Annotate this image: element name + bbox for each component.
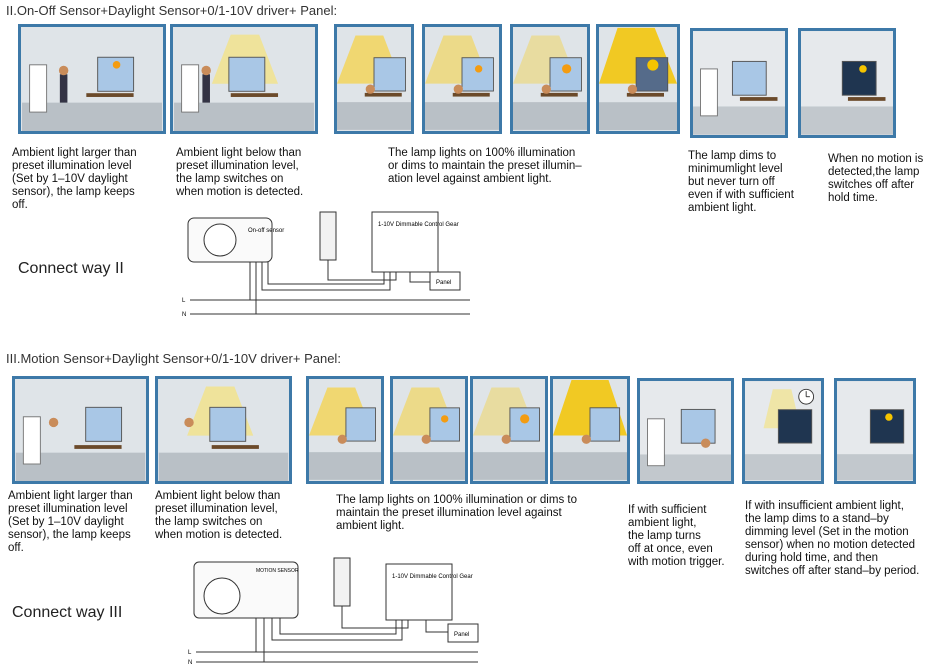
caption-3-5: If with insufficient ambient light, the … [745, 500, 920, 577]
connect-way-3-label: Connect way III [12, 604, 123, 621]
scene-3-3b [390, 376, 468, 484]
line-2-l: L [182, 298, 186, 304]
scene-2-1-ambient-bright [18, 24, 166, 134]
scene-2-6-night [798, 28, 896, 138]
scene-3-1-ambient-bright [12, 376, 149, 484]
caption-3-1: Ambient light larger than preset illumin… [8, 490, 133, 554]
caption-3-3: The lamp lights on 100% illumination or … [336, 494, 577, 532]
caption-3-4: If with sufficient ambient light, the la… [628, 504, 725, 568]
connect-way-2-label: Connect way II [18, 260, 124, 277]
caption-2-4: The lamp dims to minimumlight level but … [688, 150, 794, 214]
scene-3-7-night [834, 378, 916, 484]
gear-3-label: 1-10V Dimmable Control Gear [392, 574, 473, 580]
caption-2-1: Ambient light larger than preset illumin… [12, 147, 137, 211]
section-2-title: II.On-Off Sensor+Daylight Sensor+0/1-10V… [6, 3, 338, 18]
line-2-n: N [182, 312, 186, 318]
panel-3-label: Panel [454, 632, 469, 638]
scene-3-3c [470, 376, 548, 484]
caption-2-5: When no motion is detected,the lamp swit… [828, 153, 924, 204]
wiring-diagram-2: On-off sensor 1-10V Dimmable Control Gea… [182, 211, 470, 318]
caption-2-2: Ambient light below than preset illumina… [176, 147, 304, 198]
scene-3-5-off [637, 378, 734, 484]
wiring-diagram-3: MOTION SENSOR 1-10V Dimmable Control Gea… [188, 557, 479, 666]
line-3-l: L [188, 650, 192, 656]
section-3-title: III.Motion Sensor+Daylight Sensor+0/1-10… [6, 351, 341, 366]
scene-2-3c [510, 24, 590, 134]
scene-2-3b [422, 24, 502, 134]
gear-2-label: 1-10V Dimmable Control Gear [378, 222, 459, 228]
scene-3-6-standby [742, 378, 824, 484]
scene-2-5-off [690, 28, 788, 138]
scene-2-2-lamp-on [170, 24, 318, 134]
sensor-2-label: On-off sensor [248, 228, 284, 234]
panel-2-label: Panel [436, 280, 451, 286]
scene-3-4-full [550, 376, 630, 484]
scene-3-3a [306, 376, 384, 484]
line-3-n: N [188, 660, 192, 666]
scene-2-4-min-level [596, 24, 680, 134]
scene-3-2-lamp-on [155, 376, 292, 484]
scene-2-3a [334, 24, 414, 134]
caption-3-2: Ambient light below than preset illumina… [155, 490, 283, 541]
sensor-3-label: MOTION SENSOR [256, 568, 299, 574]
caption-2-3: The lamp lights on 100% illumination or … [388, 147, 582, 185]
